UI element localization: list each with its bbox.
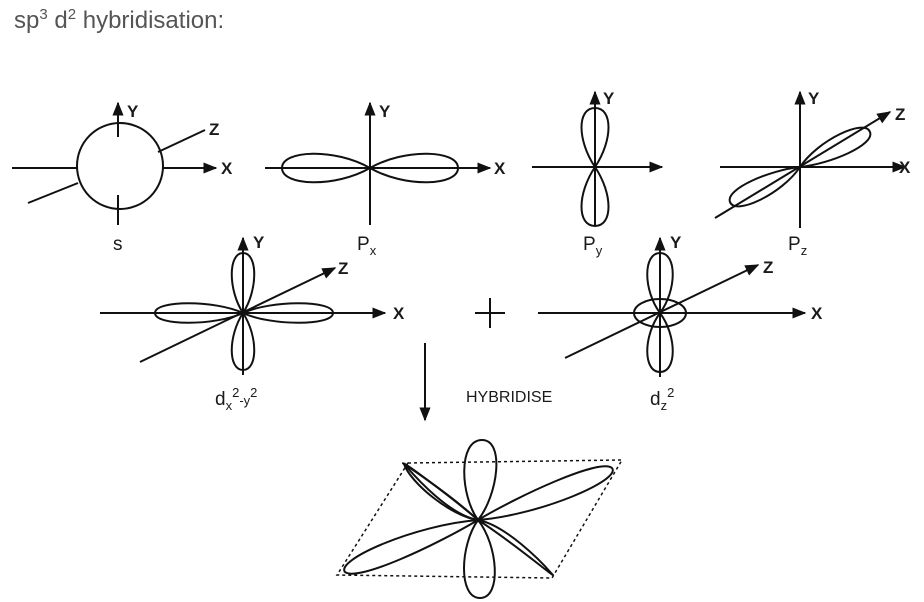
dz2-sup: 2	[667, 385, 674, 400]
px-orbital	[265, 103, 490, 225]
s-z-axis	[158, 130, 205, 152]
px-label-base: P	[357, 234, 370, 255]
s-z-label: Z	[209, 120, 219, 139]
py-label-sub: y	[596, 243, 603, 258]
pz-z-label: Z	[895, 105, 905, 124]
hybrid-lobe-1	[464, 440, 496, 520]
dz2-label: dz2	[650, 385, 674, 413]
py-y-label: Y	[603, 89, 615, 108]
dz2-d: d	[650, 389, 661, 410]
dz2-y-label: Y	[670, 233, 682, 252]
dx2y2-x: x	[226, 398, 233, 413]
pz-label-sub: z	[801, 243, 808, 258]
px-x-label: X	[494, 159, 506, 178]
px-label-sub: x	[370, 243, 377, 258]
hybrid-lobe-2	[464, 520, 495, 598]
s-x-label: X	[221, 159, 233, 178]
sp3d2-hybrid-orbitals	[337, 440, 622, 598]
px-y-label: Y	[379, 102, 391, 121]
hybridise-label: HYBRIDISE	[466, 389, 552, 406]
s-y-label: Y	[127, 102, 139, 121]
dx2y2-sup2: 2	[250, 385, 257, 400]
pz-y-label: Y	[808, 89, 820, 108]
dx2y2-sup1: 2	[232, 385, 239, 400]
hybrid-lobe-6	[344, 520, 478, 574]
pz-label-base: P	[788, 234, 801, 255]
dx2y2-z-label: Z	[338, 259, 348, 278]
dx2y2-d: d	[215, 389, 226, 410]
dz2-x-label: X	[811, 304, 823, 323]
hybrid-lobe-4	[478, 520, 553, 575]
dx2y2-x-label: X	[393, 304, 405, 323]
pz-label: Pz	[788, 234, 807, 258]
s-orbital	[12, 103, 216, 225]
hybrid-lobe-5	[478, 466, 613, 520]
s-z-axis-lower	[28, 183, 78, 203]
py-label: Py	[583, 234, 603, 258]
dx2y2-y-label: Y	[253, 233, 265, 252]
s-lobe	[77, 123, 163, 209]
dz2-z-label: Z	[763, 258, 773, 277]
pz-orbital	[715, 92, 905, 228]
dx2y2-label: dx2-y2	[215, 385, 257, 413]
pz-x-label: X	[899, 158, 911, 177]
px-label: Px	[357, 234, 377, 258]
py-label-base: P	[583, 234, 596, 255]
plus-sign	[475, 298, 505, 328]
py-orbital	[532, 92, 662, 226]
dz2-z: z	[661, 398, 668, 413]
dx2y2-minus-y: -y	[239, 393, 250, 408]
s-label: s	[113, 234, 123, 255]
